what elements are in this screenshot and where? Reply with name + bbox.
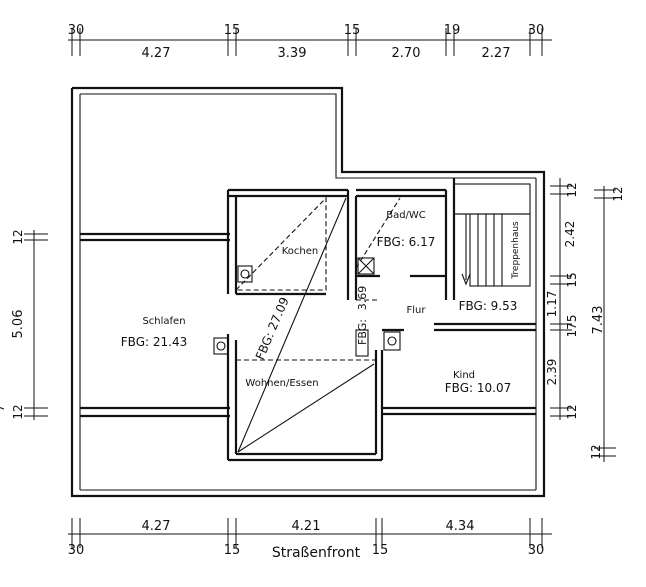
room-schlafen-label: Schlafen <box>142 316 185 327</box>
dim-bottom-1: 4.21 <box>292 519 321 534</box>
dim-top-7: 2.27 <box>482 46 511 61</box>
dim-right-inner-1: 2.42 <box>563 221 577 248</box>
dim-bottom-4: 15 <box>224 543 241 558</box>
dim-top-5: 2.70 <box>392 46 421 61</box>
interior-walls <box>80 178 536 462</box>
dim-bottom-2: 4.34 <box>446 519 475 534</box>
dim-right-outer-0: 12 <box>611 186 625 201</box>
dim-top-2: 15 <box>224 23 241 38</box>
fixtures <box>213 257 401 357</box>
room-schlafen-area: FBG: 21.43 <box>121 335 187 349</box>
room-flur-label: Flur <box>407 305 427 316</box>
dim-left-2: 12 <box>11 404 25 419</box>
wohnen-diagonal <box>237 197 347 453</box>
room-wohnen-area: FBG: 27.09 <box>253 295 292 362</box>
dim-bottom-6: 30 <box>528 543 545 558</box>
dim-bottom-0: 4.27 <box>142 519 171 534</box>
street-front-label: Straßenfront <box>272 545 361 561</box>
dim-right-inner-5: 2.39 <box>545 359 559 386</box>
room-kochen-label: Kochen <box>282 246 319 257</box>
stair-mid-dim: 3.69 <box>356 286 369 311</box>
dim-left-3: 7 <box>0 404 7 412</box>
room-kind-label: Kind <box>453 370 475 381</box>
dim-top-1: 4.27 <box>142 46 171 61</box>
dim-top-8: 30 <box>528 23 545 38</box>
top-dimension-line <box>68 28 552 56</box>
right-inner-dimension-line <box>550 178 572 420</box>
outer-walls <box>70 86 546 498</box>
dim-top-3: 3.39 <box>278 46 307 61</box>
dim-right-inner-6: 12 <box>565 404 579 419</box>
left-dimension-line <box>24 230 48 420</box>
dim-right-outer-1: 7.43 <box>591 306 606 335</box>
room-bad-area: FBG: 6.17 <box>377 235 436 249</box>
bottom-dimension-line <box>68 518 552 548</box>
room-wohnen-label: Wohnen/Essen <box>245 378 318 389</box>
dim-left-0: 12 <box>11 229 25 244</box>
room-kind-area: FBG: 10.07 <box>445 381 511 395</box>
dim-bottom-3: 30 <box>68 543 85 558</box>
dim-right-outer-2: 12 <box>589 444 603 459</box>
dim-top-6: 19 <box>444 23 461 38</box>
dim-bottom-5: 15 <box>372 543 389 558</box>
dim-right-inner-2: 15 <box>565 272 579 287</box>
dashed-zones <box>235 195 401 361</box>
room-bad-label: Bad/WC <box>386 210 426 221</box>
dim-top-4: 15 <box>344 23 361 38</box>
wohnen-diagonal-2 <box>237 363 375 453</box>
room-flur-area: FBG: 9.53 <box>459 299 518 313</box>
dim-right-inner-4: 175 <box>565 315 579 338</box>
right-outer-dimension-line <box>594 186 616 462</box>
dim-right-inner-0: 12 <box>565 182 579 197</box>
dim-top-0: 30 <box>68 23 85 38</box>
dim-right-inner-3: 1.17 <box>545 291 559 318</box>
room-small-area: FBG: <box>356 319 369 345</box>
staircase <box>453 183 531 287</box>
dim-left-1: 5.06 <box>11 310 26 339</box>
room-treppenhaus-label: Treppenhaus <box>511 221 521 280</box>
